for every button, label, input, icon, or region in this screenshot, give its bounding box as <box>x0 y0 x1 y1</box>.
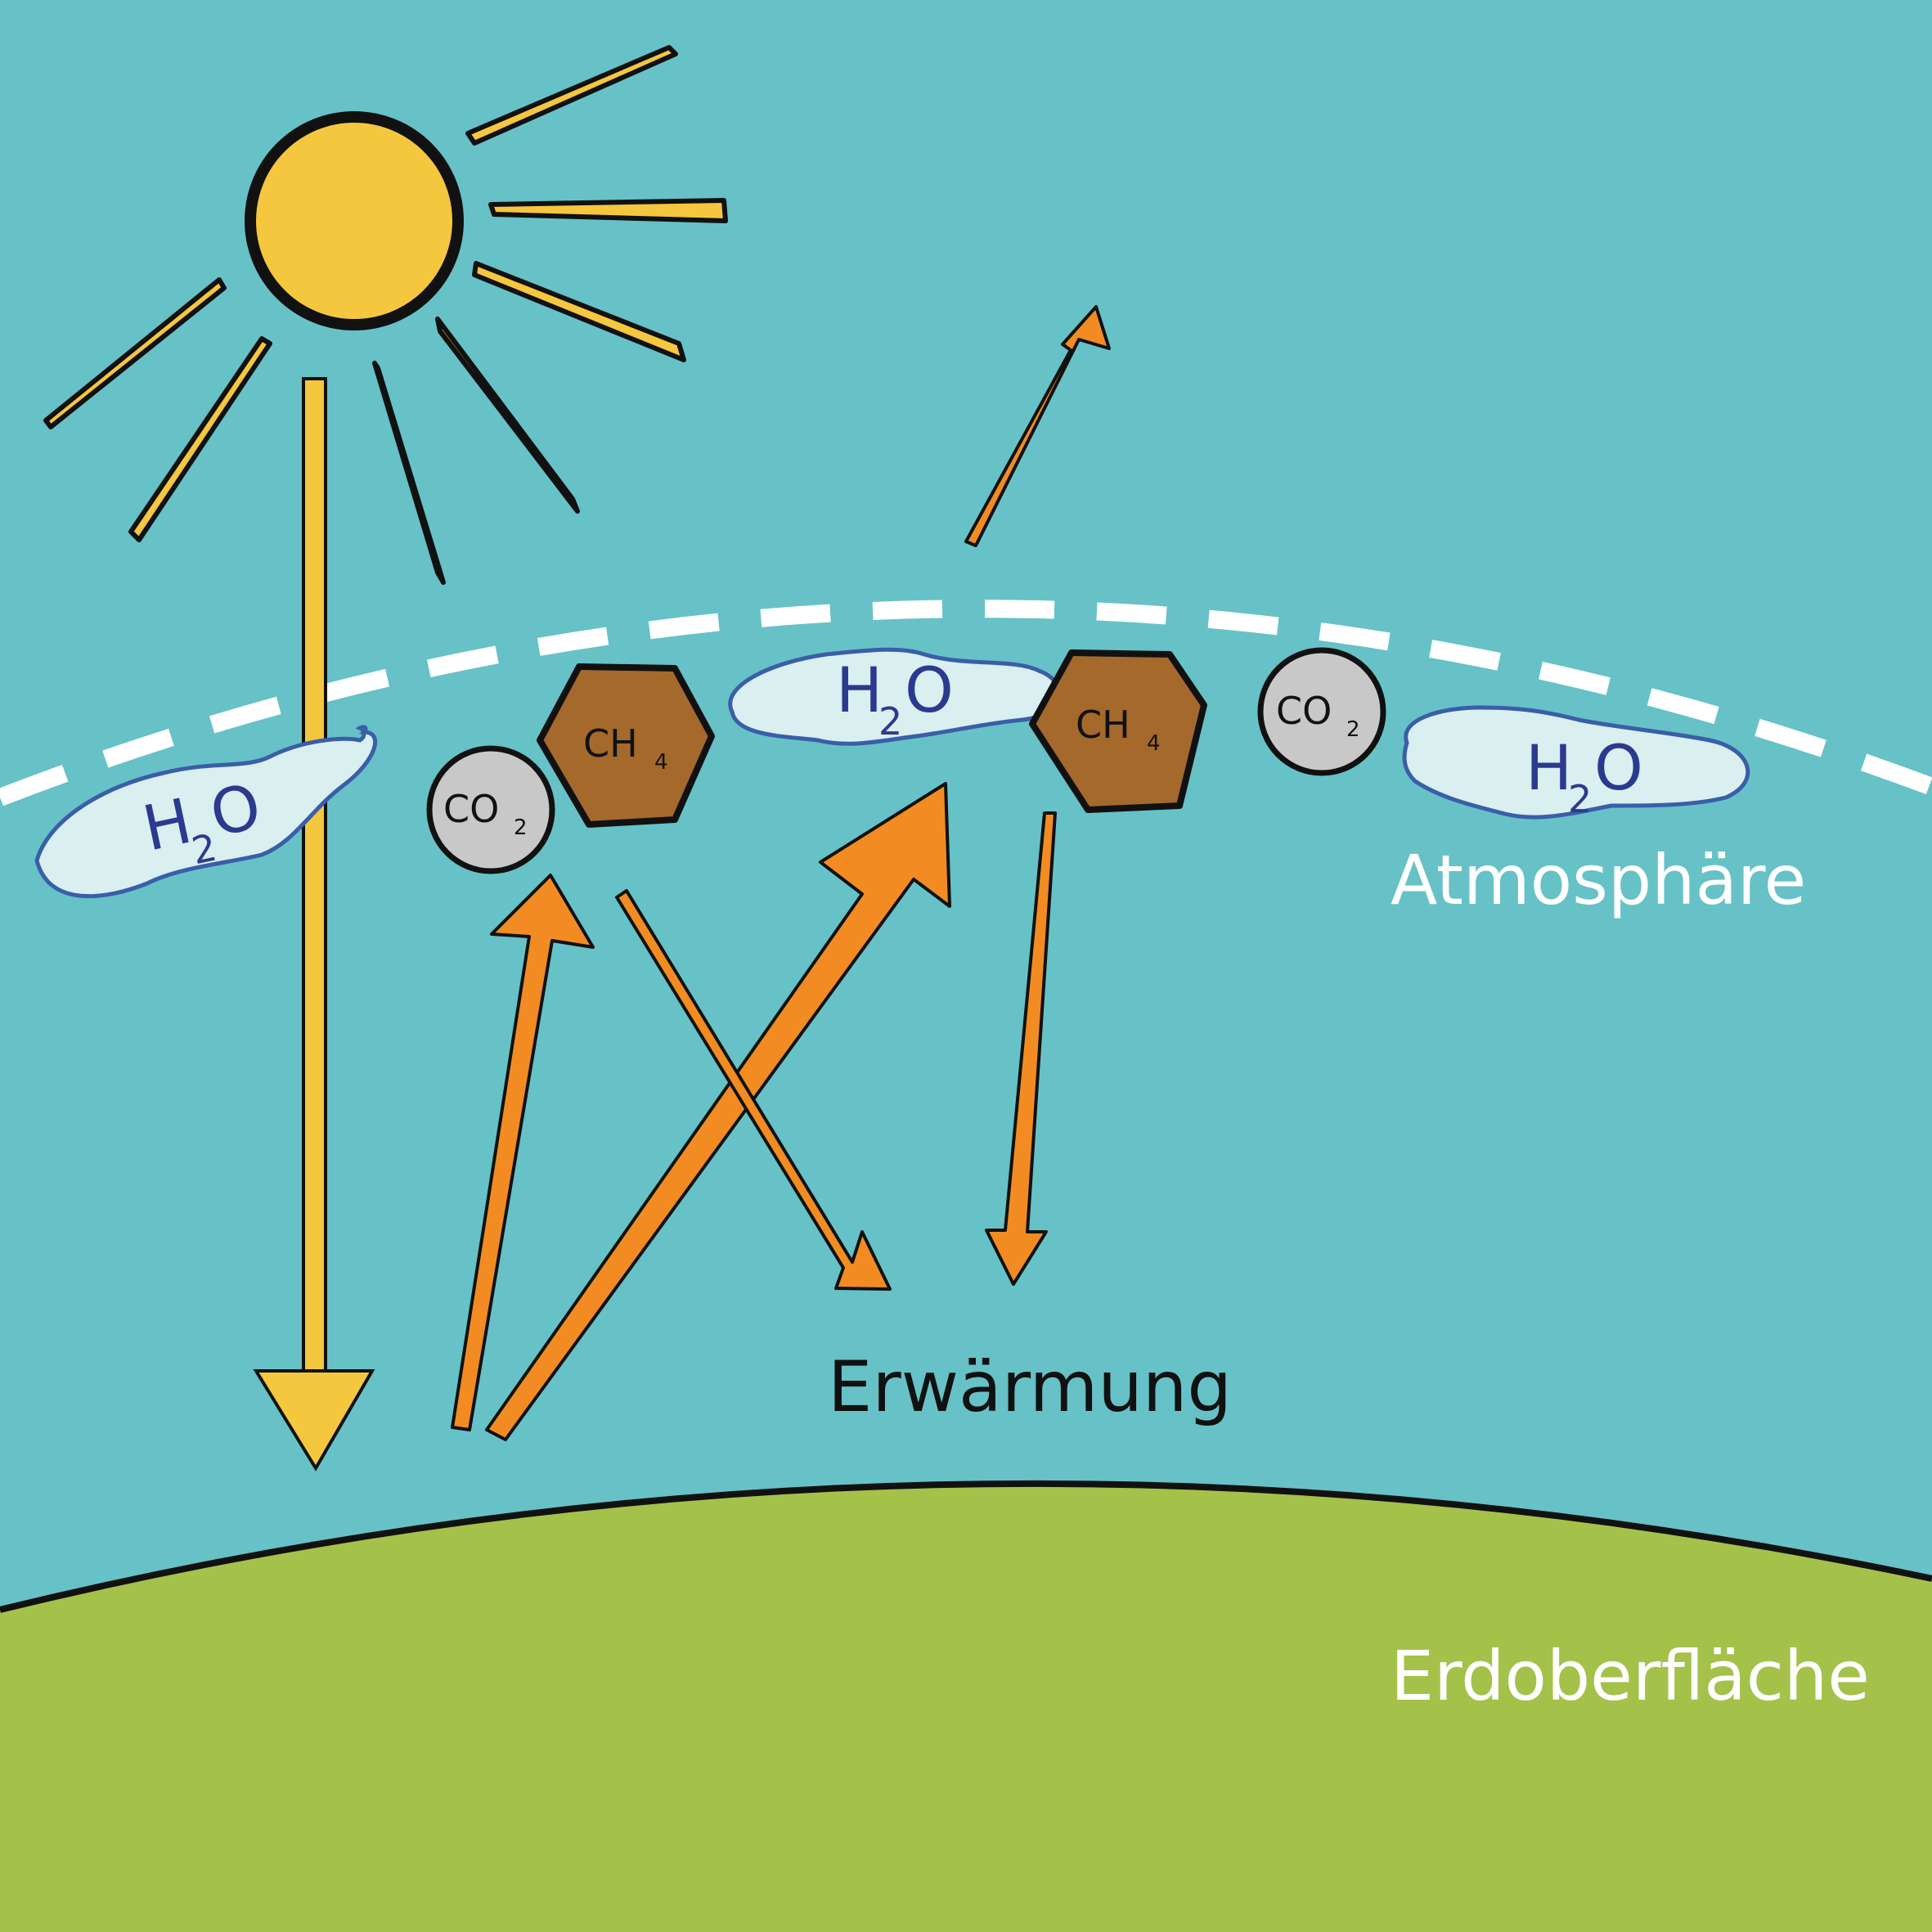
warming-label: Erwärmung <box>828 1346 1232 1428</box>
water-label-tail: O <box>1594 731 1643 804</box>
co2-molecule-right: CO 2 <box>1257 647 1386 776</box>
reemitted-heat-arrow-2 <box>985 811 1057 1286</box>
ch4-molecule-left: CH 4 <box>537 663 715 828</box>
water-label-sub: 2 <box>1568 777 1592 821</box>
water-cloud-left <box>34 725 378 899</box>
reemitted-heat-arrow-1 <box>615 889 892 1291</box>
co2-label-main: CO <box>443 787 499 831</box>
sun-ray <box>128 336 272 542</box>
co2-label-sub: 2 <box>1346 717 1360 742</box>
heat-arrow-to-co2 <box>451 874 595 1431</box>
water-label-main: H <box>836 654 883 726</box>
earth-surface-outline <box>0 1480 1932 1613</box>
ch4-label-main: CH <box>583 721 638 766</box>
co2-molecule-left: CO 2 <box>426 745 555 874</box>
sun-ray <box>372 361 446 585</box>
sun-ray <box>488 198 728 223</box>
water-label-main: H <box>1525 731 1572 804</box>
ch4-label-sub: 4 <box>654 750 668 775</box>
sunlight-arrow <box>253 377 375 1471</box>
heat-arrows <box>451 305 1111 1441</box>
sun-ray <box>472 261 686 362</box>
co2-label-main: CO <box>1276 689 1332 733</box>
ch4-label-sub: 4 <box>1147 731 1161 756</box>
escaping-heat-arrow <box>964 305 1111 547</box>
sun-rays <box>43 45 728 585</box>
ch4-molecule-right: CH 4 <box>1029 649 1207 813</box>
ch4-label-main: CH <box>1076 703 1130 747</box>
sun-ray <box>43 277 227 429</box>
earth-surface <box>0 1483 1932 1932</box>
water-cloud-right <box>1402 705 1750 820</box>
water-label-right: H 2 O <box>1525 731 1643 821</box>
water-label-center: H 2 O <box>836 654 954 744</box>
sun-ray <box>465 45 678 146</box>
heat-arrow-to-water <box>485 782 951 1441</box>
surface-label: Erdoberfläche <box>1391 1636 1870 1716</box>
co2-label-sub: 2 <box>514 815 528 840</box>
sun-icon <box>245 111 464 330</box>
atmosphere-label: Atmosphäre <box>1391 840 1806 920</box>
water-label-tail: O <box>905 654 954 726</box>
cloud-icon <box>34 647 1750 899</box>
sun-ray <box>435 317 580 514</box>
water-label-sub: 2 <box>878 699 902 744</box>
